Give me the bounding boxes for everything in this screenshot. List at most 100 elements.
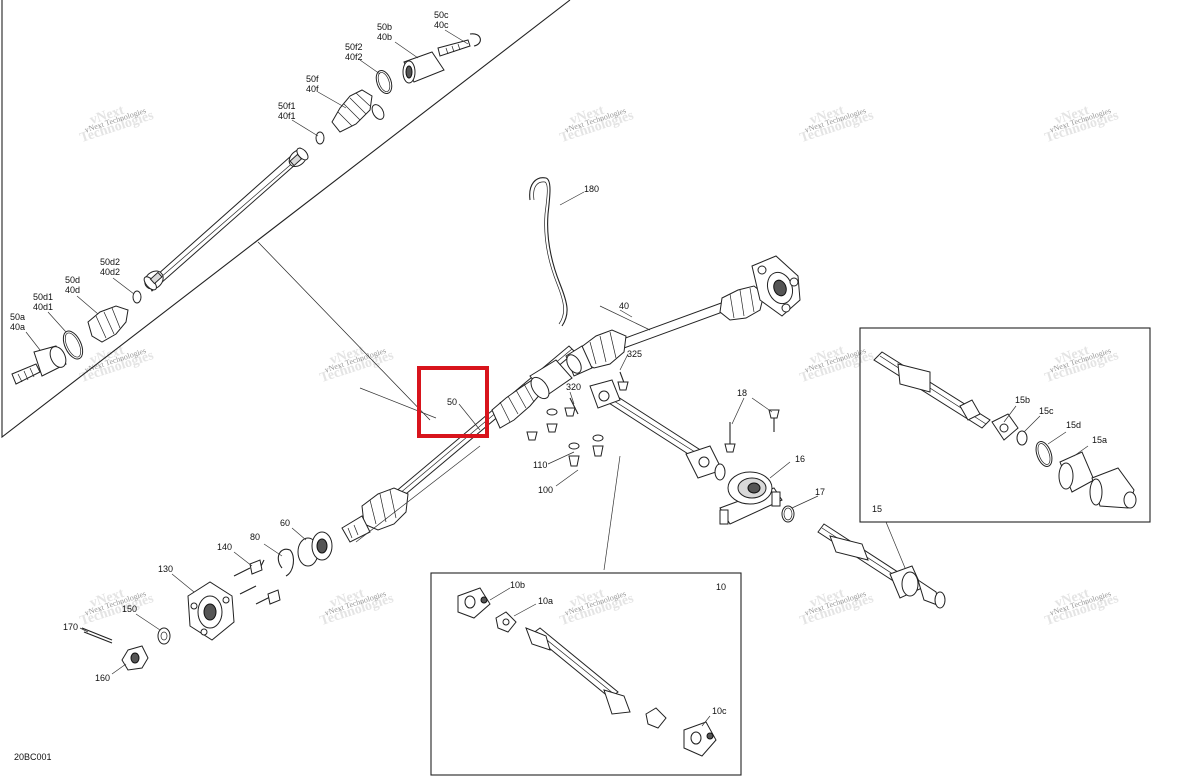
callout-10a[interactable]: 10a bbox=[538, 596, 553, 606]
bolt-325[interactable] bbox=[617, 371, 629, 391]
callout-15[interactable]: 15 bbox=[872, 504, 882, 514]
callout-50c[interactable]: 50c bbox=[434, 10, 449, 20]
callout-150[interactable]: 150 bbox=[122, 604, 137, 614]
shaft-40-right-cv[interactable] bbox=[719, 285, 765, 321]
front-shaft-inner-boot[interactable] bbox=[491, 359, 573, 429]
callout-180[interactable]: 180 bbox=[584, 184, 599, 194]
breather-tube-path[interactable] bbox=[529, 177, 568, 327]
callout-40d[interactable]: 40d bbox=[65, 285, 80, 295]
callout-50d[interactable]: 50d bbox=[65, 275, 80, 285]
callout-110[interactable]: 110 bbox=[533, 460, 547, 470]
washer-150[interactable] bbox=[157, 627, 171, 645]
propeller-shaft-10[interactable] bbox=[525, 627, 631, 715]
callout-320[interactable]: 320 bbox=[566, 382, 581, 392]
circlip-shape[interactable] bbox=[469, 33, 481, 47]
callout-40b[interactable]: 40b bbox=[377, 32, 392, 42]
outer-cv-50a[interactable] bbox=[11, 344, 69, 385]
callout-50b[interactable]: 50b bbox=[377, 22, 392, 32]
callout-325[interactable]: 325 bbox=[627, 349, 642, 359]
callout-50[interactable]: 50 bbox=[447, 397, 457, 407]
callout-40f1[interactable]: 40f1 bbox=[278, 111, 296, 121]
cross-10c-small[interactable] bbox=[645, 707, 667, 729]
breather-tube-180[interactable] bbox=[529, 177, 568, 327]
callout-40d1[interactable]: 40d1 bbox=[33, 302, 53, 312]
callout-15b[interactable]: 15b bbox=[1015, 395, 1030, 405]
callout-40f[interactable]: 40f bbox=[306, 84, 319, 94]
exploded-shaft-bar[interactable] bbox=[147, 147, 306, 292]
callout-40a[interactable]: 40a bbox=[10, 322, 25, 332]
clamp-50f2[interactable] bbox=[373, 68, 394, 95]
clamp-50d1[interactable] bbox=[59, 328, 86, 362]
highlight-frame[interactable] bbox=[417, 366, 489, 438]
callout-40d2[interactable]: 40d2 bbox=[100, 267, 120, 277]
callout-15d[interactable]: 15d bbox=[1066, 420, 1081, 430]
drive-shaft-40-bar[interactable] bbox=[619, 301, 729, 349]
callout-50f2[interactable]: 50f2 bbox=[345, 42, 363, 52]
bolt-18a[interactable] bbox=[724, 422, 736, 453]
callout-170[interactable]: 170 bbox=[63, 622, 78, 632]
callout-17[interactable]: 17 bbox=[815, 487, 825, 497]
callout-16[interactable]: 16 bbox=[795, 454, 805, 464]
circlip-50c[interactable] bbox=[469, 33, 481, 47]
center-bearing-16[interactable] bbox=[719, 471, 783, 525]
callout-50a[interactable]: 50a bbox=[10, 312, 25, 322]
yoke-10c[interactable] bbox=[683, 721, 717, 757]
shaft-40-left-cv[interactable] bbox=[564, 329, 627, 377]
callout-10[interactable]: 10 bbox=[716, 582, 726, 592]
exploded-shaft[interactable] bbox=[141, 146, 310, 293]
boot-50f[interactable] bbox=[331, 89, 386, 133]
outer-tripod-joint[interactable] bbox=[141, 267, 167, 292]
ujoint-15b[interactable] bbox=[991, 413, 1019, 441]
callout-18[interactable]: 18 bbox=[737, 388, 747, 398]
oring-17[interactable] bbox=[781, 505, 795, 523]
bolts-18[interactable] bbox=[724, 409, 780, 453]
yoke-10b[interactable] bbox=[457, 587, 491, 619]
rear-drive-shaft[interactable] bbox=[817, 523, 946, 609]
callout-160[interactable]: 160 bbox=[95, 673, 110, 683]
callout-50f[interactable]: 50f bbox=[306, 74, 319, 84]
studs-140[interactable] bbox=[233, 559, 281, 605]
nut-160[interactable] bbox=[121, 645, 149, 671]
bolt-320[interactable] bbox=[564, 397, 579, 417]
bearing-60[interactable] bbox=[297, 531, 333, 567]
callout-40f2[interactable]: 40f2 bbox=[345, 52, 363, 62]
circlip-80[interactable] bbox=[277, 548, 295, 577]
cross-10a[interactable] bbox=[495, 611, 517, 633]
callout-50d1[interactable]: 50d1 bbox=[33, 292, 53, 302]
callout-140[interactable]: 140 bbox=[217, 542, 232, 552]
front-drive-shaft-50[interactable] bbox=[341, 345, 576, 543]
callout-100[interactable]: 100 bbox=[538, 485, 553, 495]
drive-shaft-40[interactable] bbox=[564, 255, 801, 377]
nuts-100[interactable] bbox=[568, 445, 604, 467]
clamp-50f1[interactable] bbox=[315, 131, 325, 145]
clamp-50d2[interactable] bbox=[132, 290, 142, 304]
washers-110[interactable] bbox=[526, 408, 604, 450]
front-shaft-outer-boot[interactable] bbox=[341, 487, 409, 543]
callout-40[interactable]: 40 bbox=[619, 301, 629, 311]
callout-60[interactable]: 60 bbox=[280, 518, 290, 528]
hub-130[interactable] bbox=[187, 581, 235, 641]
oring-15c[interactable] bbox=[1016, 430, 1028, 446]
callout-80[interactable]: 80 bbox=[250, 532, 260, 542]
callout-130[interactable]: 130 bbox=[158, 564, 173, 574]
fasteners[interactable] bbox=[526, 371, 629, 467]
callout-15a[interactable]: 15a bbox=[1092, 435, 1107, 445]
callout-50f1[interactable]: 50f1 bbox=[278, 101, 296, 111]
ring-15d[interactable] bbox=[1033, 439, 1055, 468]
shaft-40-flange[interactable] bbox=[751, 255, 801, 317]
callout-15c[interactable]: 15c bbox=[1039, 406, 1054, 416]
boot-50d[interactable] bbox=[87, 305, 129, 343]
callout-10b[interactable]: 10b bbox=[510, 580, 525, 590]
callout-50d2[interactable]: 50d2 bbox=[100, 257, 120, 267]
propeller-shaft[interactable] bbox=[589, 379, 726, 481]
callout-40c[interactable]: 40c bbox=[434, 20, 449, 30]
coupling-15a[interactable] bbox=[1058, 451, 1137, 509]
circlip-80-shape[interactable] bbox=[277, 548, 295, 577]
callout-10c[interactable]: 10c bbox=[712, 706, 727, 716]
inner-tripod-joint[interactable] bbox=[286, 146, 310, 170]
highlight-box-50[interactable] bbox=[417, 366, 489, 438]
bolt-18b[interactable] bbox=[768, 409, 780, 432]
rear-shaft-detail[interactable] bbox=[873, 351, 991, 429]
cv-housing-50b[interactable] bbox=[402, 39, 471, 84]
cotter-pin-170[interactable] bbox=[81, 627, 113, 644]
